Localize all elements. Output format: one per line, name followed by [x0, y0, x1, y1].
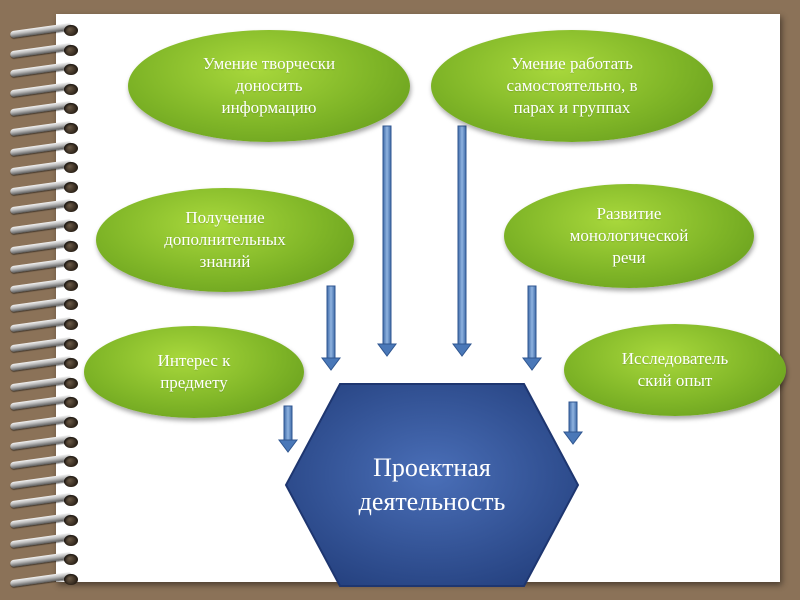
center-hexagon [284, 383, 580, 587]
arrow-independent [452, 125, 472, 357]
spiral-ring [4, 551, 82, 569]
spiral-ring [4, 218, 82, 236]
node-label: Умение работать самостоятельно, в парах … [506, 54, 638, 117]
spiral-ring [4, 22, 82, 40]
spiral-ring [4, 355, 82, 373]
node-research-experience: Исследователь ский опыт [564, 324, 786, 416]
arrow-speech [522, 285, 542, 371]
spiral-ring [4, 277, 82, 295]
spiral-ring [4, 512, 82, 530]
spiral-ring [4, 571, 82, 589]
spiral-ring [4, 434, 82, 452]
node-label: Развитие монологической речи [569, 204, 689, 267]
spiral-ring [4, 453, 82, 471]
node-label: Умение творчески доносить информацию [202, 54, 336, 117]
node-label: Получение дополнительных знаний [164, 208, 286, 271]
arrow-creative [377, 125, 397, 357]
node-additional-knowledge: Получение дополнительных знаний [96, 188, 354, 292]
spiral-ring [4, 257, 82, 275]
node-subject-interest: Интерес к предмету [84, 326, 304, 418]
spiral-ring [4, 61, 82, 79]
node-label: Интерес к предмету [157, 351, 231, 392]
spiral-ring [4, 493, 82, 510]
spiral-ring [4, 159, 82, 177]
spiral-ring [4, 199, 82, 216]
spiral-ring [4, 238, 82, 256]
spiral-ring [4, 120, 82, 138]
node-label: Исследователь ский опыт [621, 349, 729, 390]
spiral-ring [4, 179, 82, 197]
spiral-ring [4, 473, 82, 491]
node-creative-communication: Умение творчески доносить информацию [128, 30, 410, 142]
spiral-ring [4, 532, 82, 550]
spiral-ring [4, 414, 82, 432]
spiral-ring [4, 101, 82, 118]
center-label: Проектная деятельность [358, 453, 506, 516]
arrow-interest [278, 405, 298, 453]
node-monologue-speech: Развитие монологической речи [504, 184, 754, 288]
node-independent-work: Умение работать самостоятельно, в парах … [431, 30, 713, 142]
spiral-ring [4, 297, 82, 314]
spiral-ring [4, 316, 82, 334]
spiral-ring [4, 42, 82, 60]
spiral-ring [4, 395, 82, 412]
spiral-ring [4, 140, 82, 158]
spiral-ring [4, 81, 82, 99]
spiral-ring [4, 336, 82, 354]
spiral-ring [4, 375, 82, 393]
arrow-research [563, 401, 583, 445]
arrow-knowledge [321, 285, 341, 371]
